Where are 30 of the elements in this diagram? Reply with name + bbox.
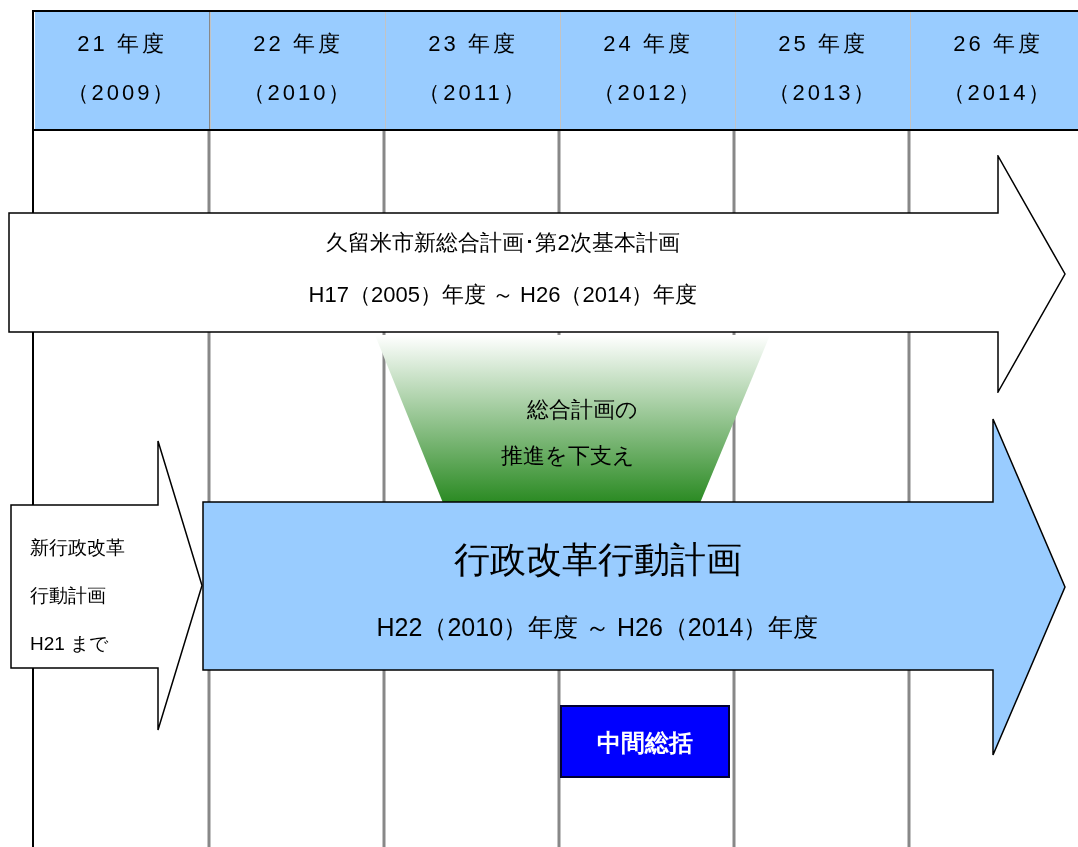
year-cell bbox=[35, 12, 209, 129]
plan-period: H22（2010）年度 ～ H26（2014）年度 bbox=[375, 612, 820, 643]
plan-title: 行政改革行動計画 bbox=[452, 538, 743, 582]
review-box bbox=[560, 705, 730, 778]
year-note: （2011） bbox=[417, 79, 529, 107]
plan-banner bbox=[8, 155, 1066, 393]
support-funnel bbox=[375, 335, 770, 503]
year-note: （2012） bbox=[591, 79, 705, 107]
year-cell bbox=[386, 12, 560, 129]
review-label: 中間総括 bbox=[596, 728, 694, 758]
year-label: 25 年度 bbox=[777, 30, 869, 58]
plan-banner bbox=[202, 418, 1066, 756]
previous-plan-banner bbox=[10, 440, 203, 731]
year-label: 24 年度 bbox=[602, 30, 694, 58]
plan-note: 新行政改革行動計画H21 まで bbox=[30, 536, 126, 656]
year-label: 22 年度 bbox=[252, 30, 344, 58]
year-note: （2013） bbox=[766, 79, 880, 107]
plan-period: H17（2005）年度 ～ H26（2014）年度 bbox=[307, 281, 699, 309]
year-note: （2009） bbox=[65, 79, 179, 107]
year-label: 23 年度 bbox=[427, 30, 519, 58]
year-label: 21 年度 bbox=[76, 30, 168, 58]
support-note: 総合計画の推進を下支え bbox=[501, 396, 640, 470]
year-cell bbox=[211, 12, 385, 129]
year-note: （2010） bbox=[241, 79, 355, 107]
year-label: 26 年度 bbox=[952, 30, 1044, 58]
year-cell bbox=[736, 12, 910, 129]
year-cell bbox=[561, 12, 735, 129]
year-note: （2014） bbox=[941, 79, 1055, 107]
year-cell bbox=[911, 12, 1078, 129]
plan-title: 久留米市新総合計画･第2次基本計画 bbox=[325, 229, 681, 257]
